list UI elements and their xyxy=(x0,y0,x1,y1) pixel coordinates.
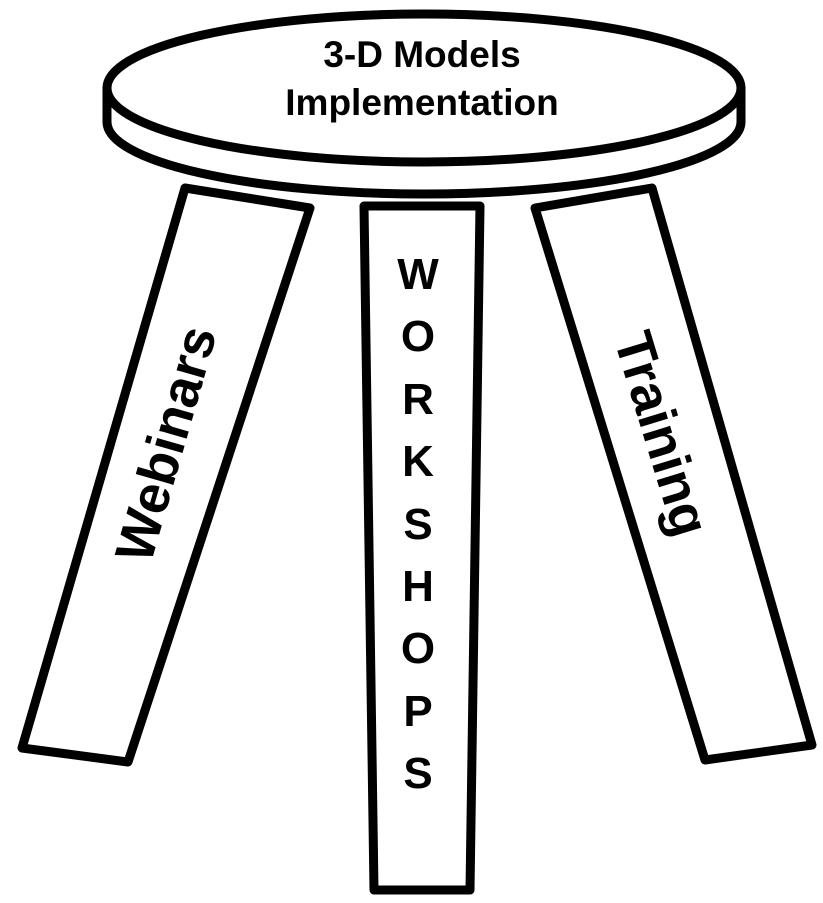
workshops-letter: P xyxy=(403,687,432,736)
left-leg: Webinars xyxy=(17,183,315,767)
right-leg: Training xyxy=(530,183,817,765)
seat-title-line1: 3-D Models xyxy=(323,34,520,75)
workshops-letter: H xyxy=(402,562,434,611)
workshops-letter: S xyxy=(403,500,432,549)
seat-top xyxy=(102,9,746,167)
workshops-letter: O xyxy=(401,624,435,673)
seat-title-line2: Implementation xyxy=(285,82,558,123)
workshops-letter: R xyxy=(402,375,434,424)
workshops-letter: W xyxy=(397,250,439,299)
workshops-letter: O xyxy=(401,312,435,361)
workshops-letter: S xyxy=(403,749,432,798)
workshops-letter: K xyxy=(402,437,434,486)
